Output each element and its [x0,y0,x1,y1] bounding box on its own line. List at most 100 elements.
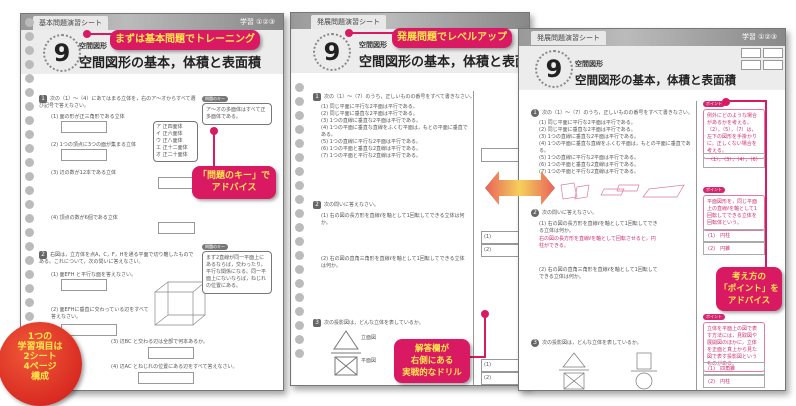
choices-box: ア 正四面体イ 正六面体ウ 正八面体エ 正十二面体オ 正二十面体 [153,121,198,162]
answer-1[interactable]: （1），（3），（4），（6） [703,153,765,168]
sheet-tab: 基本問題演習シート [33,16,108,30]
answer-box[interactable] [158,177,195,189]
projection-figure [331,330,361,376]
question-1-4: (4) 頂点の数が6個である立体 [51,215,118,221]
answer-3-1[interactable]: (1) 四角錐 [703,362,765,375]
title: 空間図形の基本，体積と表面積 [575,73,736,87]
unit-number: 9 [535,50,573,88]
answer-2-1[interactable]: (1) 円柱 [703,229,765,242]
question-1-2: (2) 1つの頂点に3つの面が集まる立体 [51,142,137,148]
callout-dot [83,30,91,38]
callout-basic: まずは基本問題でトレーニング [110,30,260,50]
question-2-1: (1) 面EFH と平行な面を答えなさい。 [51,272,137,278]
callout-line [350,32,395,34]
answer-divider [696,101,697,390]
key-tag: 問題のキー [202,96,228,102]
binder-holes [25,18,35,368]
answer-box[interactable] [61,121,107,133]
sheet-header: 発展問題演習シート [291,13,529,29]
answer-divider [473,91,474,385]
callout-answer-column: 解答欄が右側にある実戦的なドリル [394,339,470,383]
projection-figures [559,352,657,390]
sheet-number: 学習 ①②③ [741,33,777,41]
question-1-1: (1) 面の形が正三角形である立体 [51,114,125,120]
answer-row-1[interactable]: (1) [481,231,529,244]
question-2-4: (4) 辺AC とねじれの位置にある辺をすべて答えなさい。 [111,364,238,370]
answer-row-3-2[interactable]: (2) [481,372,529,385]
question-2-1: (1) 右の図の長方形を直線ℓを軸として1回転してできる立体は何か。 [321,213,465,226]
point-box-3: 立体を平面上の図で表す方法には，見取図や展開図のほかに，立体を正面と真上から見た… [703,322,765,372]
question-2-1: (1) 右の図の長方形を直線ℓを軸として1回転してできる立体は何か。 [539,221,658,234]
callout-line [765,100,767,270]
question-2-2: (2) 右の図の直角三角形を直線ℓを軸として1回転してできる立体は何か。 [539,267,658,280]
point-tag: ポイント [703,187,725,193]
title-area: 9 空間図形 空間図形の基本，体積と表面積 [519,46,785,90]
callout-dot [210,127,218,135]
answer-row-3-1[interactable]: (1) [481,359,529,372]
elevation-label: 立面図 [361,335,377,341]
sheet-tab: 発展問題演習シート [531,31,606,45]
callout-dot [481,310,489,318]
callout-line [88,33,113,35]
sheet-header: 基本問題演習シート 学習 ①②③ [21,14,283,30]
answer-box[interactable] [138,372,194,384]
unit-number: 9 [313,33,351,71]
question-2-2: (2) 面EFHに垂直に交わっている辺をすべて答えなさい。 [51,307,149,320]
question-1-items: (1) 同じ平面に平行な2平面は平行である。(2) 同じ平面に垂直な2平面は平行… [321,104,468,159]
question-2-3: (3) 辺BC と交わる辺は全部で何本あるか。 [111,339,208,345]
callout-point-advice: 考え方の「ポイント」をアドバイス [716,267,782,311]
key-box-1: ア～オの多面体はすべて正多面体である。 [202,103,272,125]
callout-line [727,100,767,102]
point-tag: ポイント [703,101,725,107]
subtitle: 空間図形 [575,60,603,68]
score-field[interactable] [763,60,783,70]
callout-key-advice: 「問題のキー」でアドバイス [192,166,276,199]
sheet-number: 学習 ①②③ [239,18,275,26]
unit-number: 9 [43,34,81,72]
title: 空間図形の基本，体積と表面積 [359,55,530,70]
plan-label: 平面図 [361,358,377,364]
score-field[interactable] [741,60,761,70]
date-field[interactable] [763,48,783,58]
answer-box[interactable] [158,222,195,234]
title: 空間図形の基本，体積と表面積 [79,56,262,71]
answer-box[interactable] [61,149,107,161]
answer-3-2[interactable]: (2) 円柱 [703,375,765,388]
subtitle: 空間図形 [359,41,387,49]
binder-holes [295,83,305,363]
question-1-3: (3) 辺の数が12本である立体 [51,170,116,176]
answer-row-2[interactable]: (2) [481,244,529,257]
key-tag: 問題のキー [202,244,228,250]
answer-box[interactable] [61,279,107,291]
subtitle: 空間図形 [79,42,107,50]
answer-note-2-1: 右の図の長方形を直線ℓを軸として回転させると，円柱ができる。 [539,236,656,249]
callout-line [484,314,486,357]
question-1-items: (1) 同じ平面に平行な2平面は平行である。(2) 同じ平面に垂直な2平面は平行… [539,120,691,175]
key-box-2: まず2直線が同一平面上にあるならば，交わったり，平行な関係になる。同一平面上にな… [202,251,272,294]
counterexample-figures [560,182,685,200]
point-tag: ポイント [703,314,725,320]
answer-box-1[interactable] [481,148,529,162]
callout-line [213,131,215,168]
point-box-1: 例外にどのような場合があるかを考える。（2），（5），（7）は，左下の図形を手掛… [703,109,765,159]
callout-advanced: 発展問題でレベルアップ [392,28,512,48]
callout-dot [345,29,353,37]
answer-2-2[interactable]: (2) 円錐 [703,242,765,255]
point-box-2: 平面図形を，同じ平面上の直線ℓを軸として1回転してできる立体を回転体という。 [703,195,765,231]
double-arrow-icon [485,171,555,205]
sheet-header: 発展問題演習シート 学習 ①②③ [519,29,785,46]
answer-box[interactable] [148,347,194,359]
sheet-tab: 発展問題演習シート [311,15,386,29]
date-field[interactable] [741,48,761,58]
callout-dot [722,98,730,106]
question-2-2: (2) 右の図の直角三角形を直線ℓを軸として1回転してできる立体は何か。 [321,256,465,269]
